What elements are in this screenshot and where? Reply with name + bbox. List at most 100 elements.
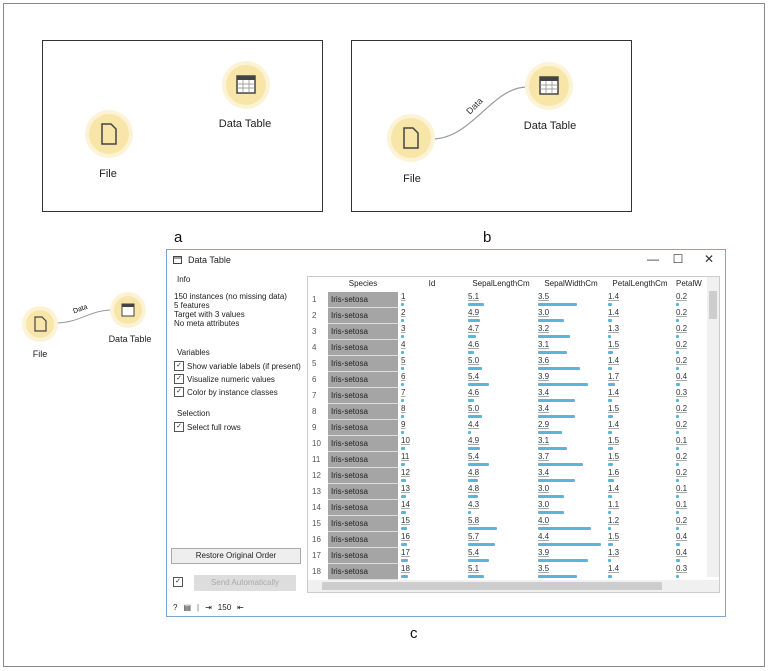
column-header-sepal-length[interactable]: SepalLengthCm bbox=[472, 279, 530, 288]
value-bar bbox=[608, 559, 612, 562]
row-number: 3 bbox=[308, 324, 332, 340]
row-number: 11 bbox=[308, 452, 332, 468]
sepal-width-cell: 3.1 bbox=[536, 340, 606, 356]
cell-text: 3.7 bbox=[538, 452, 550, 461]
cell-text: Iris-setosa bbox=[331, 519, 368, 528]
value-bar bbox=[401, 527, 407, 530]
color-by-class-checkbox[interactable]: ✓Color by instance classes bbox=[174, 387, 303, 397]
value-bar bbox=[676, 559, 680, 562]
figure-frame bbox=[3, 3, 765, 667]
auto-send-checkbox[interactable]: ✓ bbox=[173, 577, 183, 587]
sepal-width-cell: 3.1 bbox=[536, 436, 606, 452]
column-header-petal-width[interactable]: PetalW bbox=[676, 279, 702, 288]
value-bar bbox=[676, 527, 679, 530]
horizontal-scrollbar[interactable] bbox=[308, 580, 719, 592]
cell-text: 6 bbox=[312, 375, 317, 384]
cell-text: 9 bbox=[401, 420, 406, 429]
petal-length-cell: 1.2 bbox=[606, 516, 674, 532]
petal-length-cell: 1.5 bbox=[606, 340, 674, 356]
window-title: Data Table bbox=[188, 255, 231, 265]
sepal-length-cell: 5.1 bbox=[466, 292, 536, 308]
cell-text: 5.4 bbox=[468, 548, 480, 557]
canvas-panel-a: File Data Table bbox=[42, 40, 323, 212]
show-labels-checkbox[interactable]: ✓Show variable labels (if present) bbox=[174, 361, 303, 371]
minimize-button[interactable]: — bbox=[647, 252, 659, 266]
species-cell: Iris-setosa bbox=[328, 404, 398, 420]
value-bar bbox=[468, 399, 474, 402]
data-table-node[interactable] bbox=[226, 65, 266, 105]
petal-width-cell: 0.2 bbox=[674, 452, 704, 468]
value-bar bbox=[468, 303, 484, 306]
species-cell: Iris-setosa bbox=[328, 548, 398, 564]
column-header-species[interactable]: Species bbox=[348, 279, 378, 288]
scrollbar-thumb[interactable] bbox=[709, 291, 717, 319]
id-cell: 3 bbox=[399, 324, 466, 340]
window-icon bbox=[173, 256, 182, 264]
data-table-node[interactable] bbox=[529, 66, 569, 106]
restore-order-button[interactable]: Restore Original Order bbox=[171, 548, 301, 564]
column-header-sepal-width[interactable]: SepalWidthCm bbox=[544, 279, 598, 288]
checkbox-label: Visualize numeric values bbox=[187, 374, 275, 384]
visualize-numeric-checkbox[interactable]: ✓Visualize numeric values bbox=[174, 374, 303, 384]
value-bar bbox=[676, 335, 679, 338]
vertical-scrollbar[interactable] bbox=[707, 277, 719, 577]
cell-text: 1.5 bbox=[608, 340, 620, 349]
cell-text: Iris-setosa bbox=[331, 311, 368, 320]
input-count: 150 bbox=[217, 603, 232, 612]
cell-text: 0.2 bbox=[676, 356, 688, 365]
info-line: 150 instances (no missing data) bbox=[174, 292, 287, 301]
file-node[interactable] bbox=[391, 118, 431, 158]
data-table[interactable]: Species Id SepalLengthCm SepalWidthCm Pe… bbox=[307, 276, 720, 593]
scrollbar-thumb[interactable] bbox=[322, 582, 662, 590]
sepal-width-cell: 3.0 bbox=[536, 500, 606, 516]
cell-text: 4.7 bbox=[468, 324, 480, 333]
cell-text: 4.9 bbox=[468, 308, 480, 317]
data-link[interactable] bbox=[352, 41, 631, 211]
sepal-width-cell: 3.0 bbox=[536, 308, 606, 324]
mini-file-node[interactable] bbox=[26, 310, 54, 338]
send-automatically-button[interactable]: Send Automatically bbox=[194, 575, 296, 591]
cell-text: 5.8 bbox=[468, 516, 480, 525]
cell-text: 0.2 bbox=[676, 468, 688, 477]
cell-text: 12 bbox=[401, 468, 410, 477]
checkbox-checked-icon: ✓ bbox=[174, 361, 184, 371]
value-bar bbox=[468, 543, 496, 546]
value-bar bbox=[538, 559, 588, 562]
file-node[interactable] bbox=[89, 114, 129, 154]
value-bar bbox=[401, 303, 404, 306]
column-header-petal-length[interactable]: PetalLengthCm bbox=[612, 279, 668, 288]
mini-data-table-node[interactable] bbox=[114, 296, 142, 324]
petal-length-cell: 1.4 bbox=[606, 308, 674, 324]
value-bar bbox=[608, 351, 614, 354]
species-cell: Iris-setosa bbox=[328, 388, 398, 404]
help-icon[interactable]: ? bbox=[173, 603, 178, 612]
petal-length-cell: 1.4 bbox=[606, 484, 674, 500]
select-full-rows-checkbox[interactable]: ✓Select full rows bbox=[174, 422, 303, 432]
maximize-button[interactable]: ☐ bbox=[672, 252, 684, 266]
value-bar bbox=[608, 367, 613, 370]
cell-text: 12 bbox=[312, 471, 321, 480]
species-cell: Iris-setosa bbox=[328, 516, 398, 532]
report-icon[interactable]: ▤ bbox=[183, 603, 192, 612]
column-header-id[interactable]: Id bbox=[428, 279, 436, 288]
mini-data-link[interactable] bbox=[50, 300, 120, 330]
close-button[interactable]: ✕ bbox=[703, 252, 715, 266]
